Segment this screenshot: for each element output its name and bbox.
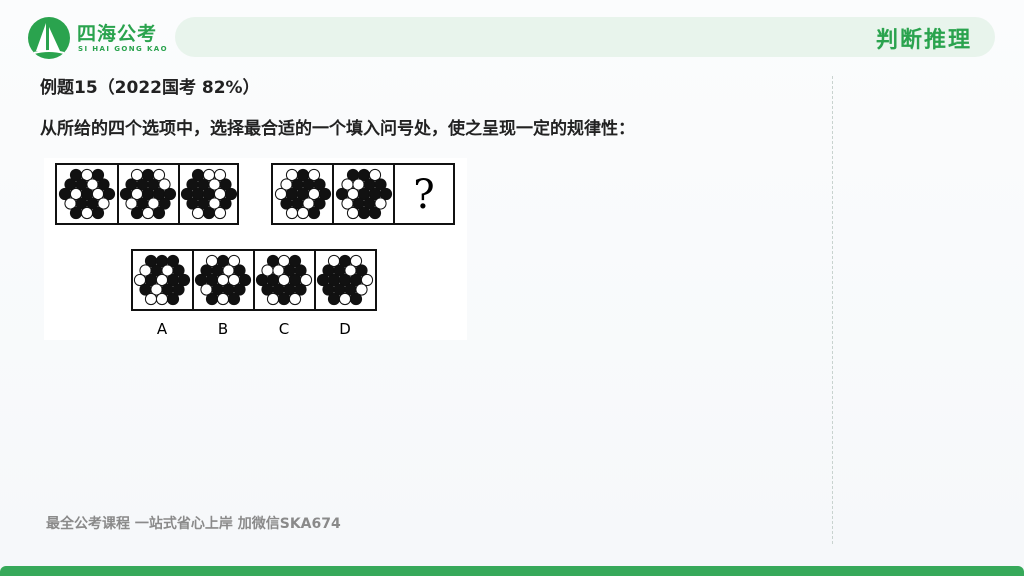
hex-circle [368,168,382,182]
hex-circle-figure [274,168,332,220]
hex-circle [91,168,105,182]
hex-circle-figure [119,168,177,220]
hex-circle [318,187,332,201]
hex-circle [355,283,368,296]
hex-circle [288,292,302,306]
hex-circle [141,206,155,220]
hex-circle [130,206,144,220]
hex-circle [349,292,363,306]
hex-circle [155,292,169,306]
hex-circle [379,187,393,201]
footer-note: 最全公考课程 一站式省心上岸 加微信SKA674 [46,516,341,532]
hex-circle [152,206,166,220]
hex-circle [172,283,185,296]
option-label-a: A [157,320,168,338]
hex-circle [285,206,299,220]
question-title: 例题15（2022国考 82%） [40,78,260,98]
sail-logo-icon [28,17,70,59]
hex-circle-figure [133,254,191,306]
hex-circle [166,254,180,268]
section-title: 判断推理 [875,28,972,53]
logo: 四海公考 SI HAI GONG KAO [26,15,176,61]
hex-circle [224,187,238,201]
hex-circle [191,206,205,220]
hex-circle [277,292,291,306]
hex-circle [294,264,307,277]
hex-circle [227,254,241,268]
hex-circle [80,206,94,220]
hex-circle [346,206,360,220]
hex-circle [152,168,166,182]
hex-circle [374,197,387,210]
hex-circle [360,273,374,287]
hex-circle [288,254,302,268]
question-row-left-frame [55,163,239,225]
hex-circle [355,264,368,277]
hex-circle [233,283,246,296]
hex-circle [299,273,313,287]
question-text: 从所给的四个选项中，选择最合适的一个填入问号处，使之呈现一定的规律性： [40,119,635,139]
hex-circle [102,187,116,201]
hex-circle [307,206,321,220]
hex-circle [219,197,232,210]
hex-circle-figure [316,254,374,306]
hex-circle [338,292,352,306]
question-row-right-frame [271,163,455,225]
hex-circle [238,273,252,287]
hex-circle [327,292,341,306]
hex-circle [144,292,158,306]
hex-circle [69,206,83,220]
header-bar [175,17,995,57]
logo-text-cn: 四海公考 [77,23,158,45]
hex-circle [294,283,307,296]
hex-circle [97,197,110,210]
hex-circle [307,168,321,182]
hex-circle-figure [58,168,116,220]
bottom-bar [0,566,1024,576]
hex-circle [158,197,171,210]
hex-circle [368,206,382,220]
hex-circle [227,292,241,306]
hex-circle [177,273,191,287]
hex-circle [296,206,310,220]
hex-circle [374,178,387,191]
hex-circle [233,264,246,277]
option-label-d: D [339,320,351,338]
hex-circle-figure [180,168,238,220]
hex-circle [213,168,227,182]
hex-circle [163,187,177,201]
option-label-c: C [279,320,289,338]
hex-circle [313,197,326,210]
hex-circle [172,264,185,277]
hex-circle [202,206,216,220]
puzzle-figure: ? A B C D [44,158,467,340]
hex-circle [219,178,232,191]
hex-circle [266,292,280,306]
hex-circle [205,292,219,306]
hex-circle [166,292,180,306]
option-label-b: B [218,320,228,338]
hex-circle [216,292,230,306]
logo-text-en: SI HAI GONG KAO [78,45,168,53]
hex-circle [349,254,363,268]
hex-circle [357,206,371,220]
hex-circle [91,206,105,220]
hex-circle [158,178,171,191]
hex-circle-figure [335,168,393,220]
hex-circle [213,206,227,220]
hex-circle [97,178,110,191]
hex-circle-figure [194,254,252,306]
hex-circle [313,178,326,191]
hex-circle-figure [255,254,313,306]
question-mark: ? [413,172,434,218]
vertical-divider [832,76,833,544]
